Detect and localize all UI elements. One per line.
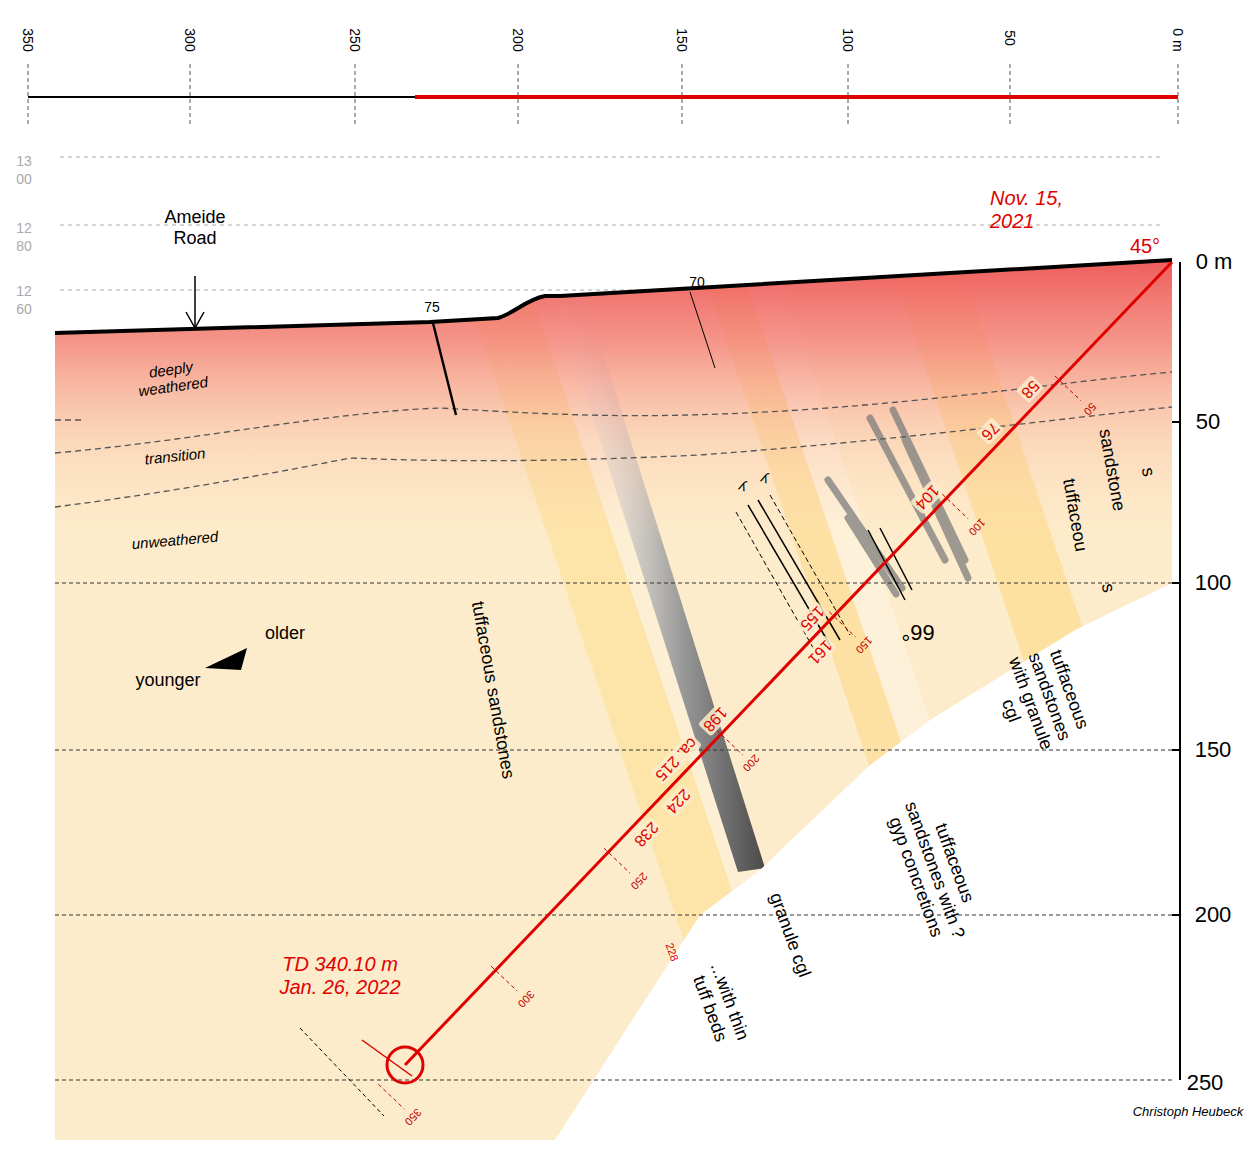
lithology-label: tuffaceou bbox=[1058, 477, 1091, 553]
dip-line bbox=[433, 323, 456, 415]
credit: Christoph Heubeck bbox=[1133, 1105, 1244, 1120]
scale-number: 300 bbox=[182, 28, 198, 51]
dip-value: 70 bbox=[689, 274, 705, 290]
depth-tick bbox=[604, 848, 630, 873]
younging-label: older bbox=[265, 623, 305, 644]
depth-tick-label: 100 bbox=[966, 516, 988, 538]
depth-tick-label: 200 bbox=[740, 752, 762, 774]
depth-tick bbox=[1055, 376, 1081, 401]
depth-mark: 228 bbox=[663, 941, 681, 963]
hole-depth: ca. 215 bbox=[650, 732, 702, 786]
depth-tick-label: 50 bbox=[1081, 400, 1099, 418]
start-date: Nov. 15, 2021 bbox=[990, 187, 1090, 233]
depth-number: 50 bbox=[1196, 409, 1220, 434]
gypsum-symbol: y bbox=[758, 471, 770, 489]
geologic-section bbox=[0, 250, 1255, 1150]
younging-arrow bbox=[205, 648, 247, 670]
zone-name: deeply weathered bbox=[115, 353, 229, 402]
scale-number: 250 bbox=[347, 28, 363, 51]
hole-depth: 238 bbox=[629, 817, 664, 852]
lithology-label: s bbox=[1137, 466, 1159, 478]
scale-number: 200 bbox=[510, 28, 526, 51]
total-depth-marker bbox=[387, 1047, 423, 1083]
hole-depth: 104 bbox=[909, 480, 944, 515]
lithology-label: sandstone bbox=[1095, 427, 1130, 512]
lithology-label: tuffaceous sandstones with granule cgl bbox=[983, 637, 1097, 764]
depth-ticks bbox=[378, 376, 1081, 1109]
depth-axis bbox=[1172, 262, 1180, 1080]
depth-tick-label: 350 bbox=[402, 1106, 424, 1128]
dip-value: 75 bbox=[424, 299, 440, 315]
dip-value: 66° bbox=[901, 619, 934, 644]
hole-angle: 45° bbox=[1130, 235, 1160, 258]
depth-tick bbox=[378, 1084, 404, 1109]
dip-line bbox=[690, 292, 715, 368]
lithology-label: tuffaceous sandstones with ?gyp concreti… bbox=[880, 789, 990, 951]
depth-number: 250 bbox=[1187, 1070, 1224, 1095]
depth-tick-label: 150 bbox=[853, 634, 875, 656]
elevation-number: 1300 bbox=[15, 152, 33, 188]
scale-number: 150 bbox=[674, 28, 690, 51]
depth-number: 0 m bbox=[1196, 249, 1233, 274]
depth-number: 100 bbox=[1195, 570, 1232, 595]
scale-number: 0 m bbox=[1170, 28, 1186, 51]
zone-name: unweathered bbox=[131, 528, 219, 553]
depth-number: 150 bbox=[1195, 737, 1232, 762]
depth-tick bbox=[942, 494, 968, 519]
hole-depth: 198 bbox=[697, 702, 732, 737]
depth-tick bbox=[491, 966, 517, 991]
hole-depth: 161 bbox=[802, 635, 837, 670]
depth-tick bbox=[829, 612, 855, 637]
depth-tick-label: 250 bbox=[628, 870, 650, 892]
scale-number: 50 bbox=[1002, 30, 1018, 46]
road-name: Ameide Road bbox=[150, 207, 240, 248]
hole-depth: 58 bbox=[1016, 374, 1044, 402]
td-leader bbox=[300, 1028, 384, 1116]
lithology-label: granule cgl bbox=[765, 890, 815, 980]
road-arrow bbox=[194, 276, 196, 328]
elevation-number: 1280 bbox=[15, 219, 33, 255]
lithology-label: tuffaceous sandstones bbox=[467, 600, 519, 781]
hole-depth: 76 bbox=[976, 417, 1004, 445]
total-depth-note: TD 340.10 m Jan. 26, 2022 bbox=[265, 953, 415, 999]
scale-number: 350 bbox=[20, 28, 36, 51]
hole-depth: 224 bbox=[660, 784, 695, 819]
depth-number: 200 bbox=[1195, 902, 1232, 927]
bed-lines bbox=[748, 500, 912, 645]
horizontal-scale bbox=[28, 64, 1178, 124]
depth-grid bbox=[55, 583, 1172, 1080]
lithology-label: ...with thin tuff beds bbox=[683, 949, 758, 1062]
hole-depth: 155 bbox=[794, 600, 829, 635]
elevation-number: 1260 bbox=[15, 282, 33, 318]
zone-name: transition bbox=[144, 444, 206, 468]
depth-tick-label: 300 bbox=[515, 988, 537, 1010]
scale-number: 100 bbox=[840, 28, 856, 51]
depth-tick bbox=[717, 730, 743, 755]
ground-surface bbox=[55, 260, 1172, 333]
drill-hole bbox=[405, 262, 1172, 1065]
lithology-label: s bbox=[1097, 582, 1119, 594]
younging-label: younger bbox=[135, 670, 200, 691]
gypsum-symbol: y bbox=[736, 479, 748, 497]
